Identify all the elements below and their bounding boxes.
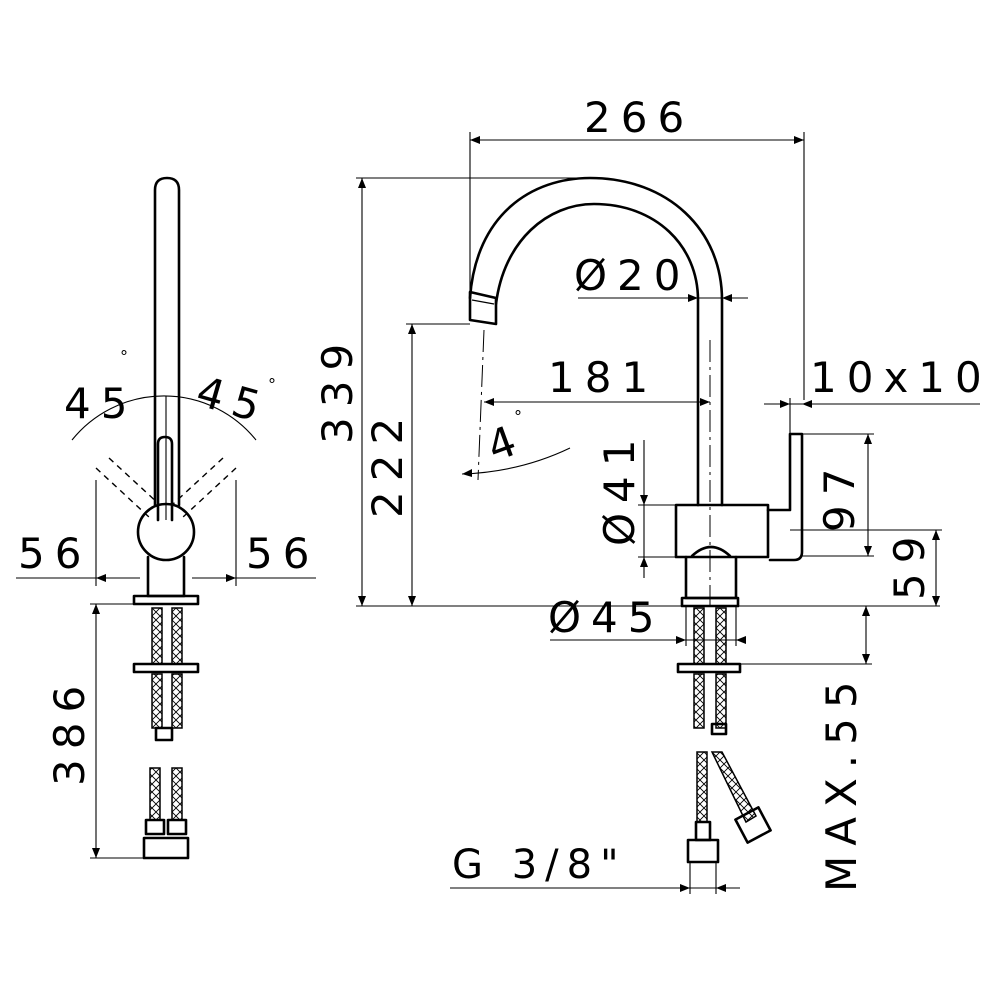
front-body bbox=[674, 503, 770, 559]
side-offset-left-label: 56 bbox=[18, 529, 91, 578]
spout-diameter-label: Ø20 bbox=[574, 251, 691, 300]
angle-left-label: 45 bbox=[64, 379, 137, 428]
degree-symbol-left: ° bbox=[120, 347, 128, 366]
side-spout bbox=[153, 176, 181, 507]
side-view: 45 ° 45 ° 56 56 386 bbox=[16, 176, 319, 860]
front-view: 266 Ø20 339 222 181 4 ° 10x10 97 59 Ø41 … bbox=[313, 93, 992, 894]
side-lever bbox=[156, 435, 174, 522]
side-swing-arc bbox=[71, 395, 257, 441]
spout-height-label: 222 bbox=[363, 408, 412, 518]
tilt-label: 4 bbox=[481, 413, 532, 472]
hose-length-label: 386 bbox=[45, 676, 94, 786]
lever-section-label: 10x10 bbox=[810, 353, 992, 402]
total-height-label: 339 bbox=[313, 334, 362, 444]
degree-symbol-right: ° bbox=[268, 375, 276, 394]
overall-width-label: 266 bbox=[584, 93, 694, 142]
body-diameter-label: Ø41 bbox=[595, 429, 644, 546]
degree-symbol-tilt: ° bbox=[514, 407, 522, 426]
reach-label: 181 bbox=[548, 353, 658, 402]
angle-right-label: 45 bbox=[191, 367, 275, 434]
side-offset-right-label: 56 bbox=[246, 529, 319, 578]
thread-label: G 3/8" bbox=[452, 842, 626, 888]
lever-height-label: 97 bbox=[815, 459, 864, 532]
front-spout bbox=[468, 176, 724, 507]
side-lever-right-dashed bbox=[171, 457, 237, 519]
base-diameter-label: Ø45 bbox=[548, 593, 665, 642]
body-height-label: 59 bbox=[885, 527, 934, 600]
side-lever-left-dashed bbox=[95, 457, 161, 519]
side-body bbox=[136, 502, 196, 562]
front-lever bbox=[766, 432, 804, 562]
counter-thickness-label: MAX.55 bbox=[817, 671, 866, 892]
